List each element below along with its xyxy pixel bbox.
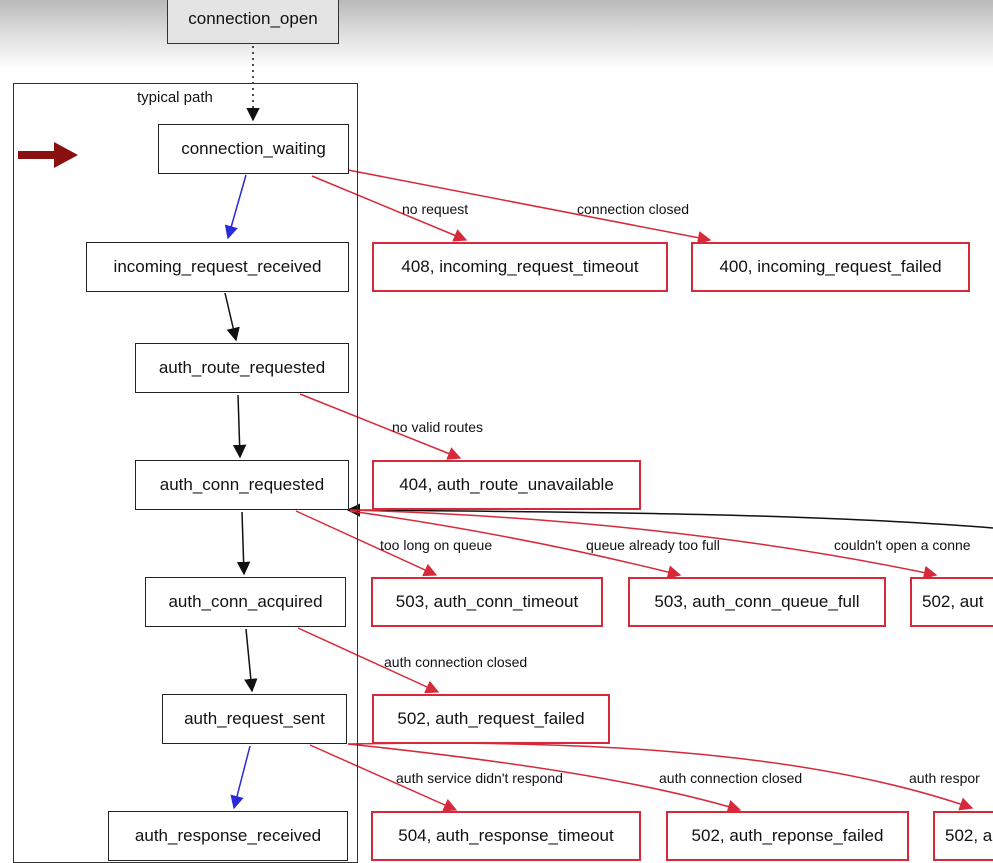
edge-acquired-to-sent [244, 628, 258, 693]
edge-err-408 [311, 175, 468, 242]
error-node-502-conn-open[interactable]: 502, aut [910, 577, 993, 627]
edge-err-504 [309, 744, 458, 812]
edge-label-connection-closed: connection closed [577, 201, 690, 217]
error-node-502-request-failed[interactable]: 502, auth_request_failed [372, 694, 610, 744]
error-node-502-response-failed[interactable]: 502, auth_reponse_failed [666, 811, 909, 861]
edge-label-couldnt-open: couldn't open a conne [834, 537, 971, 553]
edge-conn-req-to-acquired [236, 511, 251, 576]
node-connection-waiting[interactable]: connection_waiting [158, 124, 349, 174]
error-node-502-other[interactable]: 502, a [933, 811, 993, 861]
edge-err-503a [295, 510, 438, 577]
error-node-503-timeout[interactable]: 503, auth_conn_timeout [371, 577, 603, 627]
error-node-504[interactable]: 504, auth_response_timeout [371, 811, 641, 861]
edge-label-auth-respon: auth respor [909, 770, 980, 786]
node-auth-conn-requested[interactable]: auth_conn_requested [135, 460, 349, 510]
error-node-404[interactable]: 404, auth_route_unavailable [372, 460, 641, 510]
edge-label-auth-service-didnt-respond: auth service didn't respond [396, 770, 563, 786]
edge-err-502c [347, 743, 742, 813]
node-connection-open[interactable]: connection_open [167, 0, 339, 44]
edge-sent-to-received [230, 745, 251, 810]
node-incoming-request-received[interactable]: incoming_request_received [86, 242, 349, 292]
edge-label-auth-connection-closed-1: auth connection closed [384, 654, 528, 670]
node-auth-route-requested[interactable]: auth_route_requested [135, 343, 349, 393]
edge-err-404 [299, 393, 462, 460]
edge-err-502a [349, 509, 938, 580]
error-node-400[interactable]: 400, incoming_request_failed [691, 242, 970, 292]
edge-err-400 [347, 169, 712, 245]
group-label: typical path [137, 89, 213, 106]
edge-err-503b [349, 510, 682, 579]
edge-label-queue-already-too-full: queue already too full [586, 537, 720, 553]
node-auth-request-sent[interactable]: auth_request_sent [162, 694, 347, 744]
edge-label-no-valid-routes: no valid routes [392, 419, 484, 435]
edge-err-502b [297, 627, 440, 694]
edge-retry-to-conn-req [346, 503, 993, 529]
edge-route-to-conn-req [232, 394, 247, 459]
node-auth-conn-acquired[interactable]: auth_conn_acquired [145, 577, 346, 627]
error-node-408[interactable]: 408, incoming_request_timeout [372, 242, 668, 292]
edge-waiting-to-incoming [224, 174, 247, 240]
edge-label-too-long-on-queue: too long on queue [380, 537, 493, 553]
edge-incoming-to-route [224, 292, 240, 342]
edge-label-no-request: no request [402, 201, 469, 217]
error-node-503-queue-full[interactable]: 503, auth_conn_queue_full [628, 577, 886, 627]
edge-label-auth-connection-closed-2: auth connection closed [659, 770, 803, 786]
node-auth-response-received[interactable]: auth_response_received [108, 811, 348, 861]
current-state-arrow-icon [18, 142, 78, 168]
